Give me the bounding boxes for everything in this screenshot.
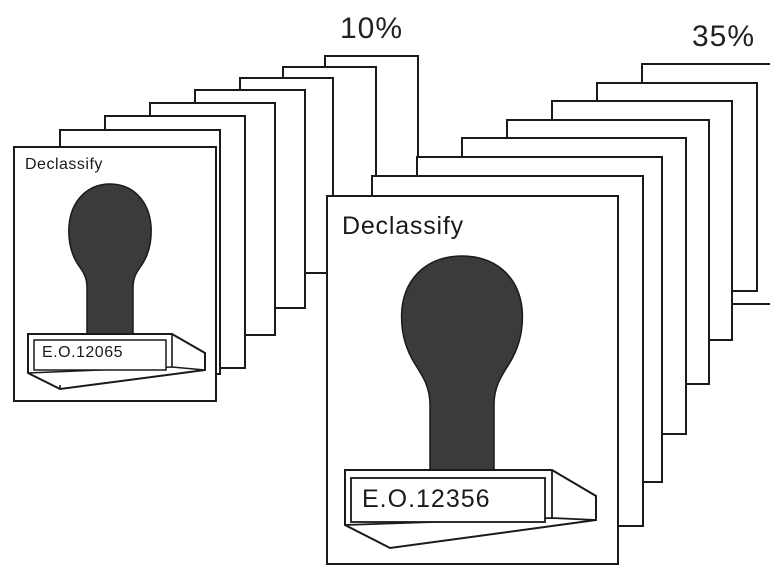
left-card-title: Declassify [25, 156, 103, 174]
left-front-card [14, 147, 216, 401]
left-stamp-text: E.O.12065 [42, 344, 123, 362]
right-card-title: Declassify [342, 212, 464, 241]
right-stamp-text: E.O.12356 [362, 485, 491, 514]
